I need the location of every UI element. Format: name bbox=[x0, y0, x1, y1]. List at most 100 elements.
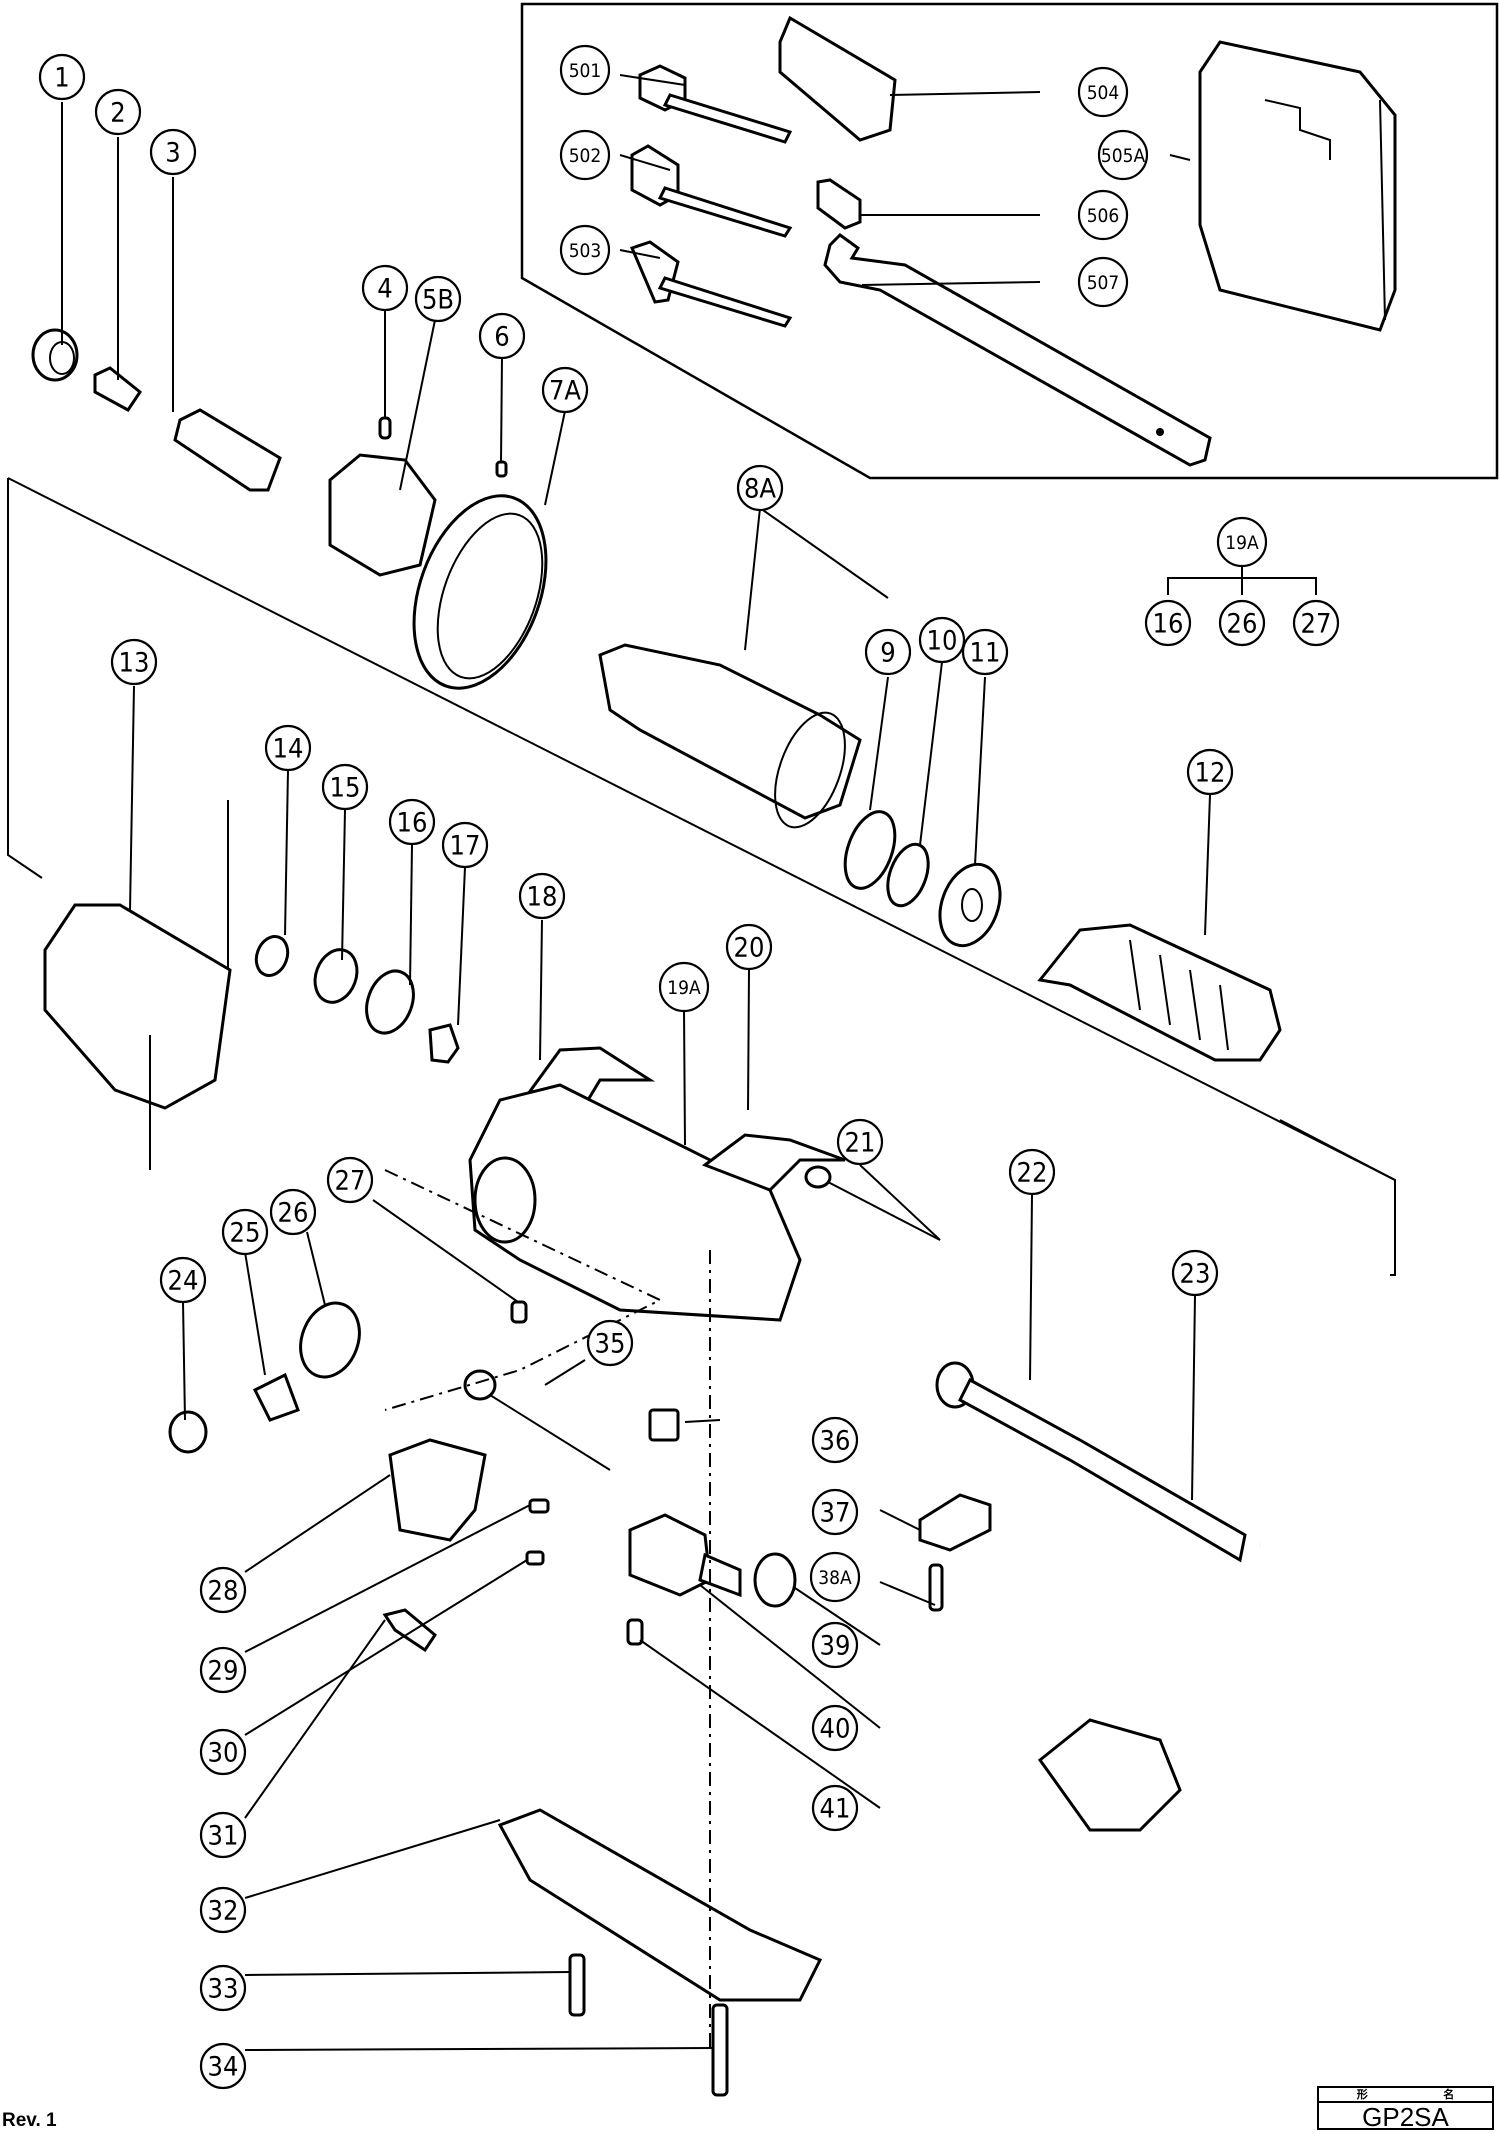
callout-label: 36 bbox=[820, 1426, 851, 1457]
callout-label: 32 bbox=[208, 1896, 239, 1927]
callout-circle bbox=[811, 1784, 859, 1832]
callout-circle bbox=[961, 628, 1009, 676]
callout-label: 505A bbox=[1101, 145, 1146, 167]
callout-label: 37 bbox=[820, 1498, 851, 1529]
callout-20: 20 bbox=[725, 923, 773, 971]
callout-circle bbox=[1077, 66, 1129, 118]
model-box-header: 形 名 bbox=[1319, 2088, 1492, 2103]
callout-26: 26 bbox=[269, 1188, 317, 1236]
screw-41 bbox=[626, 1618, 644, 1646]
callout-label: 506 bbox=[1087, 205, 1120, 227]
callout-circle bbox=[110, 638, 158, 686]
callout-6: 6 bbox=[478, 312, 526, 360]
callout-32: 32 bbox=[199, 1886, 247, 1934]
callout-tree-parent-19A: 19A bbox=[1216, 516, 1268, 568]
callout-circle bbox=[811, 1416, 859, 1464]
collet-nut-1 bbox=[31, 328, 79, 382]
callout-label: 14 bbox=[273, 734, 304, 765]
grinding-bit-502 bbox=[630, 144, 793, 238]
callout-circle bbox=[199, 1728, 247, 1776]
callout-circle bbox=[221, 1208, 269, 1256]
assembly-tree-lines bbox=[1167, 563, 1317, 595]
screw-27 bbox=[510, 1300, 528, 1324]
adjuster-26 bbox=[299, 1301, 361, 1379]
revision-label: Rev. 1 bbox=[2, 2110, 57, 2131]
callout-3: 3 bbox=[149, 128, 197, 176]
callout-23: 23 bbox=[1171, 1249, 1219, 1297]
callout-34: 34 bbox=[199, 2042, 247, 2090]
callout-label: 20 bbox=[734, 933, 765, 964]
callout-label: 34 bbox=[208, 2052, 239, 2083]
callout-8A: 8A bbox=[736, 464, 784, 512]
switch-40 bbox=[628, 1513, 742, 1598]
callout-label: 502 bbox=[569, 145, 602, 167]
callout-label: 8A bbox=[744, 474, 776, 505]
ball-bearing-11 bbox=[938, 862, 1002, 948]
model-box-header-right: 名 bbox=[1443, 2088, 1455, 2101]
callout-circle bbox=[199, 2042, 247, 2090]
callout-circle bbox=[149, 128, 197, 176]
callout-circle bbox=[199, 1886, 247, 1934]
tail-cover-13 bbox=[43, 800, 232, 1170]
callout-36: 36 bbox=[811, 1416, 859, 1464]
callout-circle bbox=[725, 923, 773, 971]
callout-label: 38A bbox=[818, 1567, 852, 1589]
callout-507: 507 bbox=[1077, 256, 1129, 308]
callout-16: 16 bbox=[388, 798, 436, 846]
callout-35: 35 bbox=[586, 1319, 634, 1367]
callout-label: 6 bbox=[494, 322, 509, 353]
callout-1: 1 bbox=[38, 53, 86, 101]
callout-label: 39 bbox=[820, 1631, 851, 1662]
model-name-box: 形 名 GP2SA bbox=[1317, 2086, 1494, 2131]
callout-circle bbox=[414, 275, 462, 323]
accessories-panel-frame bbox=[520, 2, 1499, 480]
callout-circle bbox=[94, 88, 142, 136]
callout-label: 41 bbox=[820, 1794, 851, 1825]
callout-circle bbox=[199, 1646, 247, 1694]
plug bbox=[1037, 1718, 1182, 1832]
callout-506: 506 bbox=[1077, 189, 1129, 241]
callout-label: 27 bbox=[335, 1166, 366, 1197]
callout-27: 27 bbox=[326, 1156, 374, 1204]
callout-circle bbox=[1077, 189, 1129, 241]
callout-10: 10 bbox=[918, 616, 966, 664]
callout-circle bbox=[809, 1551, 861, 1603]
callout-24: 24 bbox=[159, 1256, 207, 1304]
tapping-screw-34 bbox=[711, 2003, 729, 2097]
callout-label: 2 bbox=[110, 98, 125, 129]
spindle-3 bbox=[173, 408, 282, 492]
callout-circle bbox=[1218, 599, 1266, 647]
callout-circle bbox=[918, 616, 966, 664]
callout-circle bbox=[321, 763, 369, 811]
callout-label: 11 bbox=[970, 638, 1001, 669]
model-box-header-left: 形 bbox=[1356, 2088, 1368, 2101]
callout-label: 35 bbox=[595, 1329, 626, 1360]
callout-circle bbox=[586, 1319, 634, 1367]
terminal-31 bbox=[382, 1608, 437, 1653]
callout-circle bbox=[199, 1964, 247, 2012]
callout-label: 33 bbox=[208, 1974, 239, 2005]
callout-circle bbox=[441, 821, 489, 869]
callout-label: 4 bbox=[377, 274, 392, 305]
callout-25: 25 bbox=[221, 1208, 269, 1256]
callout-circle bbox=[269, 1188, 317, 1236]
armature-12 bbox=[1037, 923, 1282, 1062]
callout-label: 504 bbox=[1087, 82, 1120, 104]
callout-502: 502 bbox=[559, 129, 611, 181]
callout-circle bbox=[1186, 748, 1234, 796]
callout-label: 10 bbox=[927, 626, 958, 657]
callout-label: 26 bbox=[1227, 609, 1258, 640]
dressing-stone-504 bbox=[778, 15, 897, 142]
callout-label: 28 bbox=[208, 1576, 239, 1607]
screw-30 bbox=[525, 1550, 545, 1566]
callout-label: 5B bbox=[422, 285, 454, 316]
assembly-frame-line-2 bbox=[7, 477, 1396, 1276]
callout-15: 15 bbox=[321, 763, 369, 811]
callout-28: 28 bbox=[199, 1566, 247, 1614]
callout-tree-child-26: 26 bbox=[1218, 599, 1266, 647]
callout-label: 18 bbox=[527, 882, 558, 913]
callout-501: 501 bbox=[559, 44, 611, 96]
housing-19A bbox=[468, 1083, 802, 1322]
